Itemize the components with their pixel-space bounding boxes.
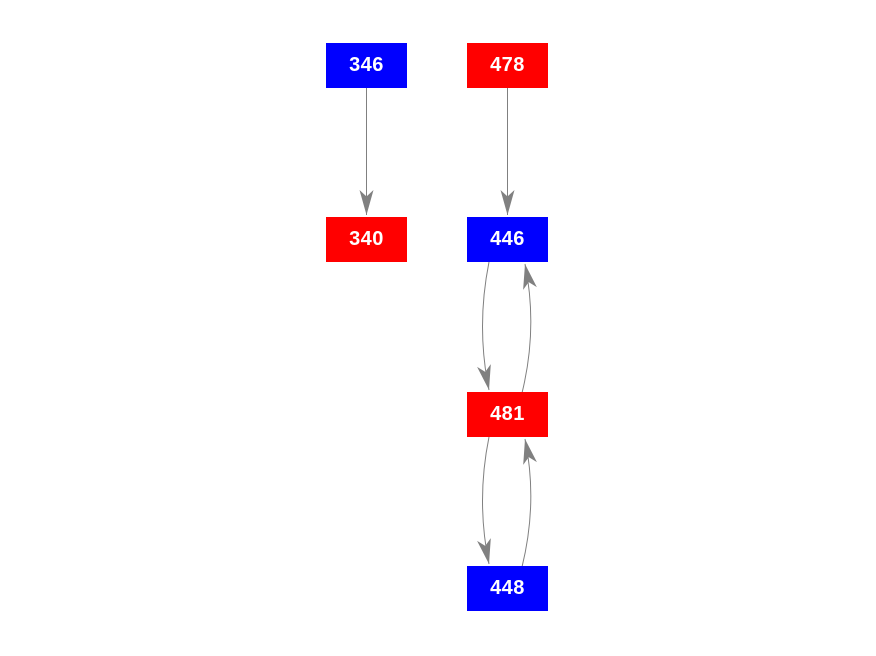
node-478: 478 xyxy=(467,43,548,88)
edge-481-448 xyxy=(477,436,491,565)
node-448: 448 xyxy=(467,566,548,611)
node-label-448: 448 xyxy=(490,577,525,599)
node-label-340: 340 xyxy=(349,228,384,250)
edge-446-481 xyxy=(477,261,491,391)
node-481: 481 xyxy=(467,392,548,437)
node-446: 446 xyxy=(467,217,548,262)
node-label-481: 481 xyxy=(490,403,525,425)
node-340: 340 xyxy=(326,217,407,262)
node-label-446: 446 xyxy=(490,228,525,250)
node-346: 346 xyxy=(326,43,407,88)
node-label-478: 478 xyxy=(490,54,525,76)
edge-448-481 xyxy=(521,438,537,568)
edge-481-446 xyxy=(521,263,537,394)
node-label-346: 346 xyxy=(349,54,384,76)
